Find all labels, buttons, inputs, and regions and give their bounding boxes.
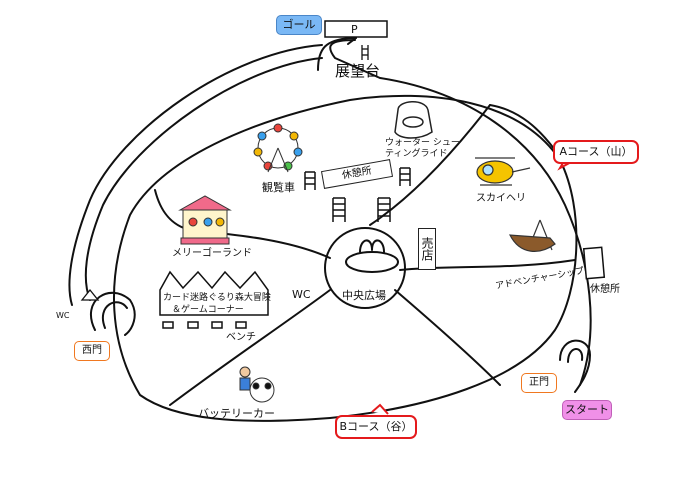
main-gate-loop-inner xyxy=(567,348,584,363)
west-gate-loop-inner xyxy=(102,301,128,329)
wc-center-label: WC xyxy=(292,288,311,301)
parking-box xyxy=(324,20,388,38)
stairs-icon xyxy=(304,167,411,222)
battery-car-icon xyxy=(239,366,275,403)
observatory-ladder xyxy=(361,45,369,60)
course-a-path-outer xyxy=(329,39,592,386)
card-corner-line1: カード迷路ぐるり森大冒険 xyxy=(163,293,271,303)
observatory-label: 展望台 xyxy=(335,62,381,80)
pirate-ship-icon xyxy=(508,219,556,252)
goal-badge: ゴール xyxy=(276,15,322,35)
course-a-label: Aコース（山） xyxy=(553,140,639,164)
path-top-right xyxy=(489,104,556,151)
main-gate-loop xyxy=(559,339,591,393)
wc-left-label: WC xyxy=(56,311,70,320)
central-plaza-label: 中央広場 xyxy=(342,289,386,302)
main-gate-badge: 正門 xyxy=(521,373,557,393)
ferris-wheel-label: 観覧車 xyxy=(262,181,295,194)
shop-box: 売店 xyxy=(418,228,436,270)
outer-loop-path xyxy=(68,44,323,306)
path-plaza-to-top xyxy=(369,104,491,226)
water-ride-icon xyxy=(394,101,433,139)
west-gate-badge: 西門 xyxy=(74,341,110,361)
parking-label: P xyxy=(351,23,358,36)
sky-heli-label: スカイヘリ xyxy=(476,193,526,204)
merry-go-round-label: メリーゴーランド xyxy=(172,248,252,259)
course-b-tail xyxy=(371,403,389,415)
merry-go-round-icon xyxy=(178,195,232,245)
outer-loop-path-inner xyxy=(84,57,323,301)
path-plaza-to-bottomleft xyxy=(169,289,331,406)
bench-icon xyxy=(162,321,247,329)
path-plaza-to-bottomright xyxy=(394,289,501,386)
ferris-wheel-icon xyxy=(253,123,303,173)
water-ride-label: ウォーター シューティングライド xyxy=(385,138,460,159)
fountain-basin xyxy=(345,251,399,273)
battery-car-label: バッテリーカー xyxy=(198,407,275,420)
wc-left-pin xyxy=(80,288,100,301)
helicopter-icon xyxy=(475,157,531,186)
rest-area-right-label: 休憩所 xyxy=(590,284,620,295)
west-gate-loop xyxy=(89,291,136,336)
course-b-label: Bコース（谷） xyxy=(335,415,417,439)
fountain-spray xyxy=(359,239,385,253)
bench-label: ベンチ xyxy=(226,332,256,343)
game-corner-building xyxy=(159,270,269,316)
observatory-arrow xyxy=(317,37,357,71)
rest-area-right-box xyxy=(582,246,606,280)
card-corner-line2: ＆ゲームコーナー xyxy=(172,305,244,315)
start-badge[interactable]: スタート xyxy=(562,400,612,420)
central-plaza-circle xyxy=(324,227,406,309)
